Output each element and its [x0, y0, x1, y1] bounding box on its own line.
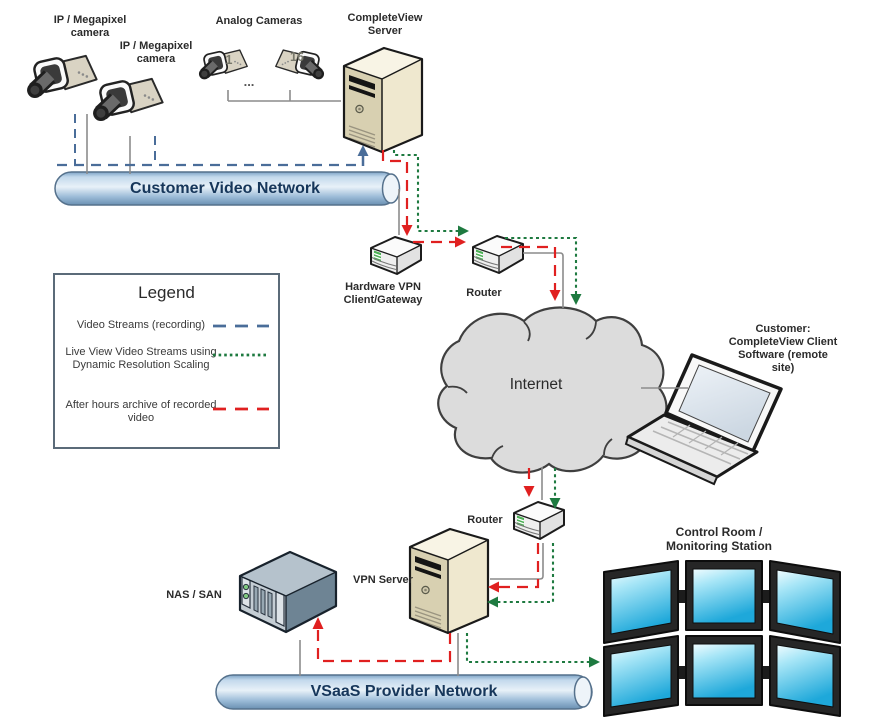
live-view-stream-swatch — [213, 353, 269, 357]
internet-cloud-icon — [437, 306, 668, 474]
analog-cameras-ellipsis: ... — [243, 74, 255, 89]
completeview-server-icon — [342, 46, 424, 154]
analog-cameras-label: Analog Cameras — [215, 15, 303, 27]
archive-stream-lines — [316, 150, 557, 663]
router-bottom-label: Router — [467, 514, 503, 526]
ip-camera-2-icon — [93, 79, 163, 121]
vsaas-provider-network-pipe — [215, 674, 593, 710]
laptop-icon — [624, 353, 783, 486]
monitor-wall-icon — [603, 560, 841, 717]
vsaas-provider-network-label: VSaaS Provider Network — [310, 683, 498, 700]
ip-camera-1-label: IP / Megapixel camera — [53, 14, 127, 39]
legend-item-recording-label: Video Streams (recording) — [76, 319, 206, 331]
nas-san-label: NAS / SAN — [166, 589, 222, 601]
hardware-vpn-label: Hardware VPN Client/Gateway — [343, 281, 423, 306]
customer-video-network-pipe — [54, 171, 401, 206]
legend-item-liveview-label: Live View Video Streams using Dynamic Re… — [65, 346, 217, 371]
ip-camera-2-label: IP / Megapixel camera — [119, 40, 193, 65]
completeview-server-label: CompleteView Server — [347, 12, 423, 37]
legend-title: Legend — [138, 283, 195, 302]
recording-arrow-up — [357, 145, 369, 156]
router-top-label: Router — [466, 287, 502, 299]
customer-video-network-label: Customer Video Network — [130, 180, 320, 197]
vpn-server-label: VPN Server — [353, 574, 413, 586]
vpn-server-icon — [408, 527, 490, 635]
monitor-bottom-middle — [685, 635, 763, 706]
physical-connection-lines — [86, 90, 688, 676]
monitor-bottom-left — [603, 635, 679, 717]
router-top-icon — [472, 235, 524, 274]
internet-label: Internet — [509, 376, 563, 393]
monitor-top-left — [603, 560, 679, 644]
analog-camera-1-number: 1 — [225, 53, 233, 67]
analog-camera-16-number: 16 — [290, 50, 304, 64]
monitor-top-middle — [685, 560, 763, 631]
recording-stream-swatch — [213, 324, 269, 328]
monitor-bottom-right — [769, 635, 841, 717]
archive-stream-swatch — [213, 407, 269, 411]
legend: Legend Video Streams (recording) Live Vi… — [53, 273, 280, 449]
ip-camera-1-icon — [27, 56, 97, 98]
monitor-top-right — [769, 560, 841, 644]
customer-client-label: Customer: CompleteView Client Software (… — [728, 323, 838, 374]
nas-san-icon — [238, 550, 338, 634]
recording-stream-lines — [57, 114, 369, 167]
legend-item-archive-label: After hours archive of recorded video — [65, 399, 217, 424]
control-room-label: Control Room / Monitoring Station — [666, 525, 772, 553]
live-view-stream-lines — [392, 150, 591, 664]
live-view-stream-arrows — [458, 225, 600, 668]
archive-stream-arrows — [312, 225, 561, 629]
